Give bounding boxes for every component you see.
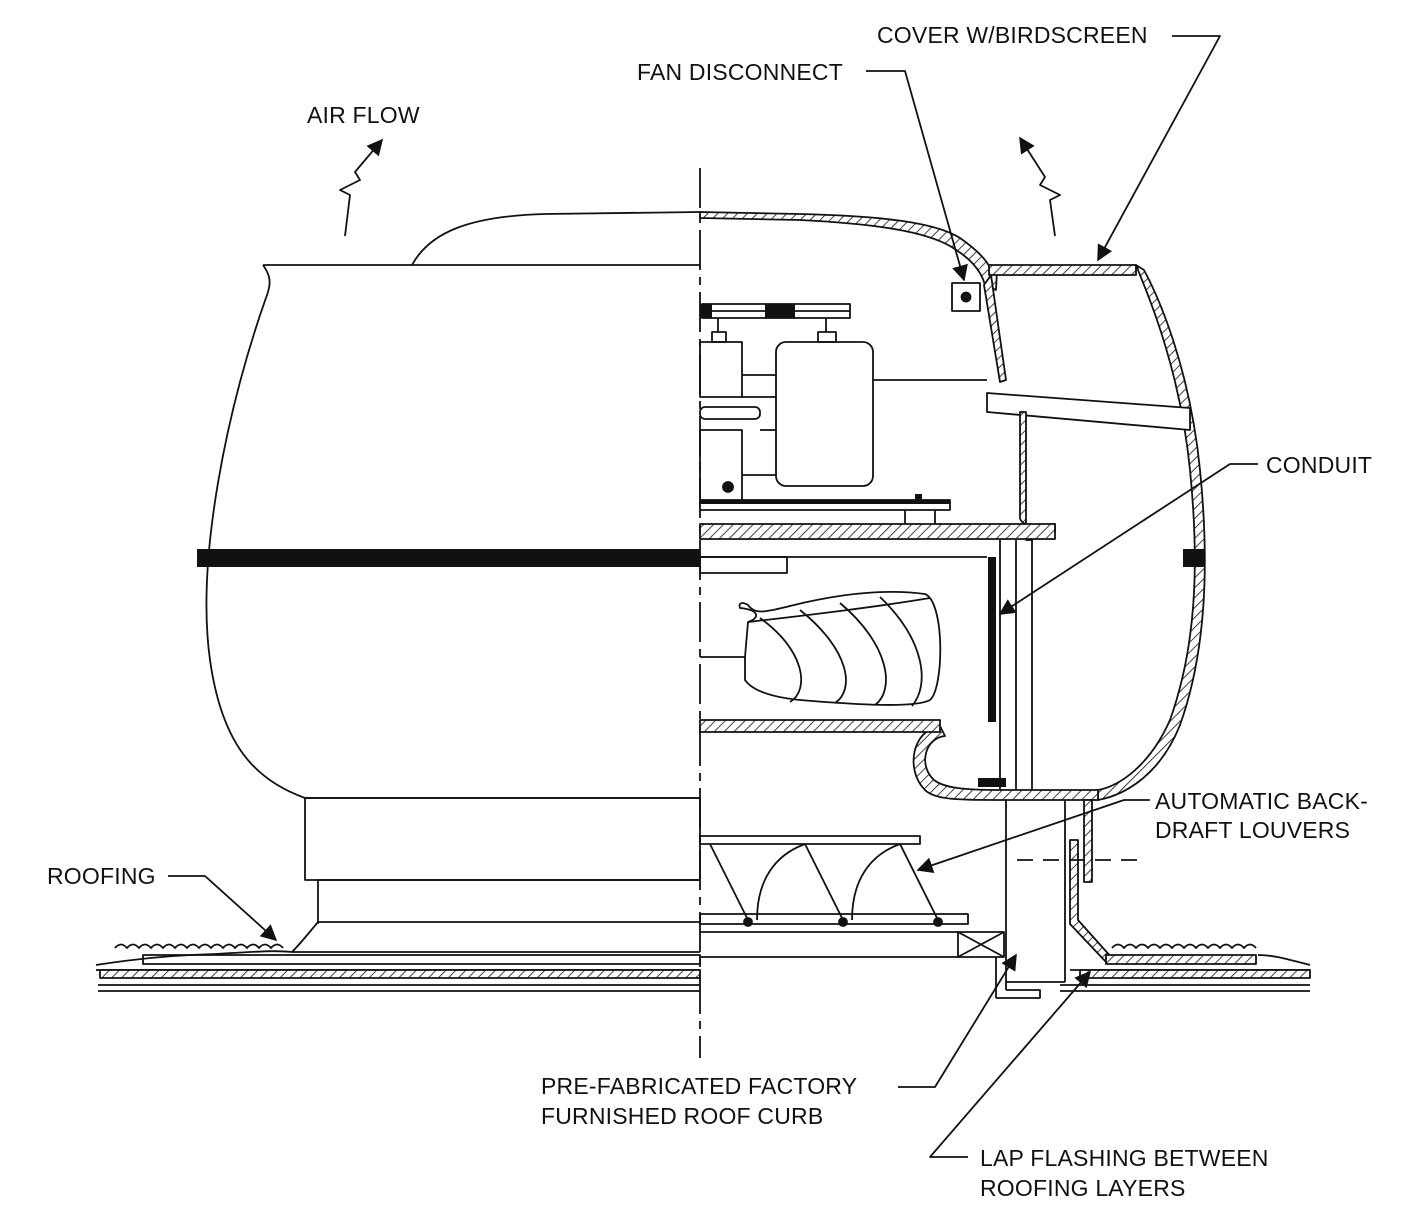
label-flashing-line2: ROOFING LAYERS [980, 1175, 1186, 1201]
airflow-arrows [339, 136, 1061, 237]
motor-assembly [699, 282, 987, 524]
roofing-left [95, 943, 701, 992]
label-louvers-line1: AUTOMATIC BACK- [1155, 788, 1368, 814]
label-air-flow: AIR FLOW [307, 102, 420, 128]
label-louvers-line2: DRAFT LOUVERS [1155, 817, 1351, 843]
mid-band-left [197, 549, 700, 567]
label-curb-line1: PRE-FABRICATED FACTORY [541, 1073, 858, 1099]
label-curb-line2: FURNISHED ROOF CURB [541, 1103, 824, 1129]
label-cover-birdscreen: COVER W/BIRDSCREEN [877, 22, 1148, 48]
fan-wheel [699, 523, 1056, 733]
label-conduit: CONDUIT [1266, 452, 1373, 478]
label-flashing-line1: LAP FLASHING BETWEEN [980, 1145, 1269, 1171]
label-fan-disconnect: FAN DISCONNECT [637, 59, 843, 85]
left-elevation [197, 211, 701, 953]
label-roofing: ROOFING [47, 863, 156, 889]
roof-curb [995, 799, 1311, 999]
shell-section [699, 211, 1206, 801]
backdraft-louvers [699, 835, 1005, 958]
leader-lines [168, 35, 1258, 1158]
